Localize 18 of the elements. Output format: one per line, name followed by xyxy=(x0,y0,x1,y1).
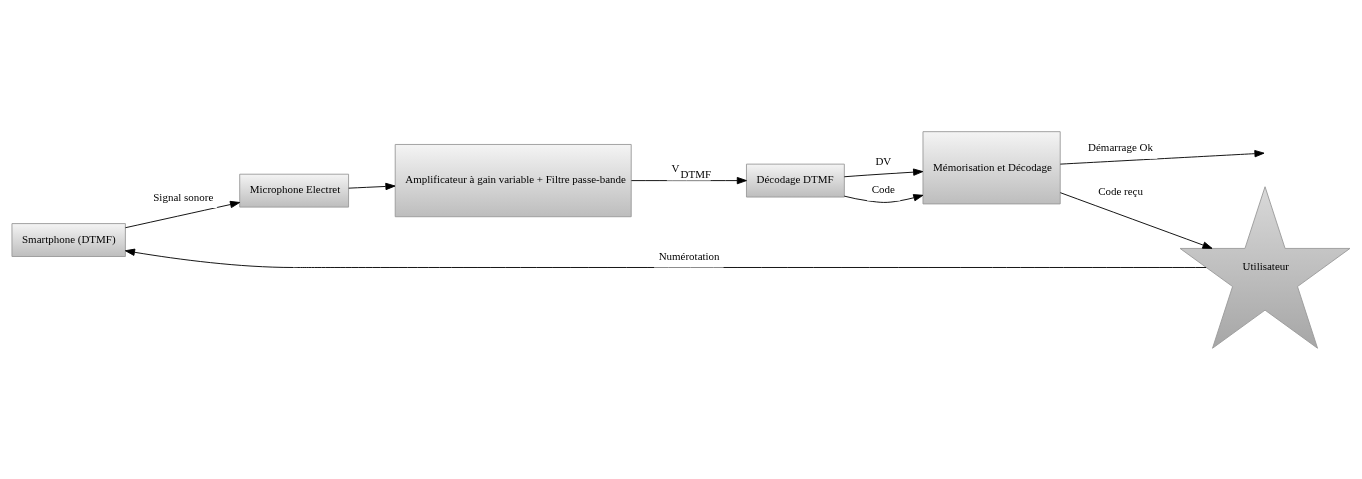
edge-label: Code xyxy=(871,182,895,195)
arrow xyxy=(1059,149,1265,165)
arrow xyxy=(125,200,241,228)
edge-label: Signal sonore xyxy=(153,190,214,203)
node-box: Smartphone (DTMF) xyxy=(11,222,126,257)
edge-label: Démarrage Ok xyxy=(1088,140,1153,153)
arrow xyxy=(348,182,396,190)
edge-label: Code reçu xyxy=(1098,184,1143,197)
arrow xyxy=(843,168,924,177)
node-box: Amplificateur à gain variable + Filtre passe-bande xyxy=(394,143,632,217)
edge-label: Numérotation xyxy=(658,249,720,262)
node-box: Décodage DTMF xyxy=(746,163,845,197)
node-box: Microphone Electret xyxy=(239,173,349,208)
edge-label: DV xyxy=(875,154,892,167)
arrow xyxy=(1059,191,1213,249)
arrow xyxy=(124,248,1207,268)
arrow xyxy=(843,193,924,203)
node-box: Mémorisation et Décodage xyxy=(922,130,1061,204)
